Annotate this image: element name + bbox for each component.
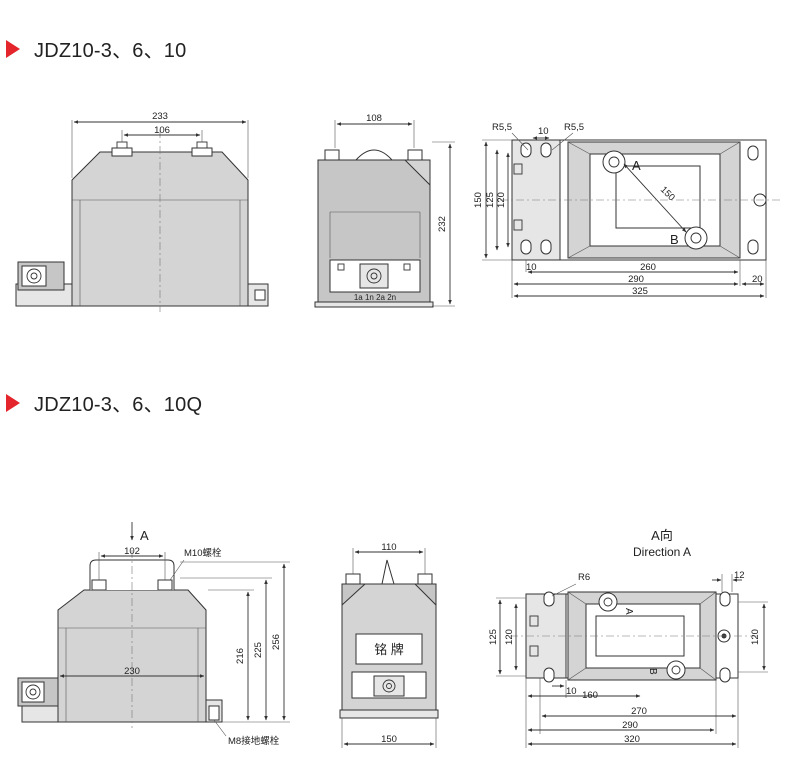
s2-front-w-top: 102 (124, 546, 140, 557)
s1-plan-r-left: R5,5 (492, 122, 512, 133)
s2-plan-title-cn: A向 (651, 528, 673, 543)
s2-side-w-bottom: 150 (381, 734, 397, 745)
s2-side-view: 铭 牌 110 150 (339, 542, 439, 748)
section1-header: JDZ10-3、6、10 (0, 34, 186, 63)
s2-plan-d270: 270 (631, 706, 647, 717)
s1-side-terminals: 1a 1n 2a 2n (354, 293, 396, 302)
s2-plan-label-a: A (623, 608, 634, 615)
s2-plan-title-en: Direction A (633, 545, 691, 559)
s1-plan-r-right: R5,5 (564, 122, 584, 133)
s2-plan-h120: 120 (504, 629, 515, 645)
s1-front-w-total: 233 (152, 111, 168, 122)
s1-side-view: 1a 1n 2a 2n 108 232 (314, 113, 455, 308)
s2-front-h216: 216 (235, 648, 246, 664)
s2-view-arrow: A (140, 528, 149, 543)
red-triangle-icon (6, 393, 20, 412)
s2-front-h256: 256 (271, 634, 282, 650)
s1-side-w-top: 108 (366, 113, 382, 124)
s2-front-bolt-top: M10螺栓 (184, 547, 222, 559)
s1-plan-label-b: B (670, 232, 679, 247)
red-triangle-icon (6, 39, 20, 58)
s2-plan-label-b: B (647, 668, 658, 675)
s2-plan-d290: 290 (622, 720, 638, 731)
s1-front-view: 233 106 (15, 111, 269, 312)
s2-plan-d160: 160 (582, 690, 598, 701)
section1-title: JDZ10-3、6、10 (34, 40, 187, 62)
s1-plan-h125: 125 (485, 192, 496, 208)
s1-plan-d260: 260 (640, 262, 656, 273)
s1-plan-d10: 10 (526, 262, 537, 273)
section2-header: JDZ10-3、6、10Q (0, 388, 202, 417)
s1-plan-h120: 120 (496, 192, 507, 208)
s1-front-w-top: 106 (154, 125, 170, 136)
s1-side-h-total: 232 (437, 216, 448, 232)
s1-plan-view: A B 150 R5,5 10 R5,5 150 125 120 (473, 122, 780, 298)
s2-front-view: A 102 M10螺栓 230 216 225 256 (17, 522, 290, 747)
s2-plan-h125: 125 (488, 629, 499, 645)
s2-plan-d320: 320 (624, 734, 640, 745)
section2-title: JDZ10-3、6、10Q (34, 394, 203, 416)
s2-side-plate: 铭 牌 (374, 642, 404, 657)
s1-plan-label-a: A (632, 158, 641, 173)
s2-plan-d12: 12 (734, 570, 745, 581)
s2-plan-r6: R6 (578, 572, 590, 583)
s2-plan-view: A向 Direction A A B R6 12 125 120 (488, 528, 768, 748)
s2-front-w-mid: 230 (124, 666, 140, 677)
s1-plan-d290: 290 (628, 274, 644, 285)
s2-front-bolt-ground: M8接地螺栓 (228, 735, 280, 747)
s1-plan-d325: 325 (632, 286, 648, 297)
s2-front-h225: 225 (253, 642, 264, 658)
s1-plan-h150: 150 (473, 192, 484, 208)
s1-plan-slot: 10 (538, 126, 549, 137)
s2-side-w-top: 110 (381, 542, 396, 553)
s1-plan-d20: 20 (752, 274, 763, 285)
s2-plan-d10: 10 (566, 686, 577, 697)
s2-plan-h120r: 120 (750, 629, 761, 645)
